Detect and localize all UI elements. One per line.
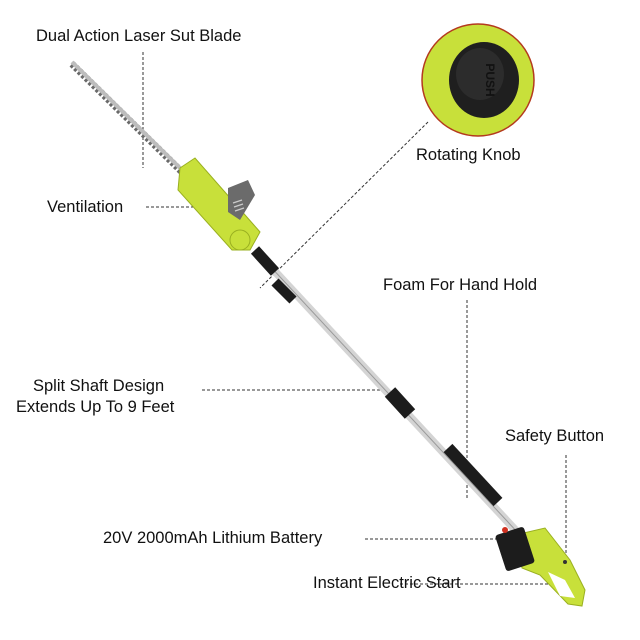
label-blade: Dual Action Laser Sut Blade [36,27,242,45]
rotating-knob-inset: PUSH [421,23,535,137]
label-shaft-line1: Split Shaft Design [33,377,165,395]
blade [69,60,185,175]
ventilation-slots [232,199,245,212]
label-shaft-line2: Extends Up To 9 Feet [16,398,175,416]
split-shaft-sleeve [384,387,416,419]
label-ventilation: Ventilation [47,198,124,216]
foam-grip [443,443,503,507]
push-label: PUSH [483,63,497,96]
label-safety-button: Safety Button [505,427,605,445]
leader-lines [142,52,567,585]
motor-housing [177,157,261,251]
battery-indicator [502,527,508,533]
rear-handle [495,527,586,607]
battery-pack [495,527,535,571]
shaft-coupler [250,246,280,276]
label-foam: Foam For Hand Hold [383,276,538,294]
label-rotating-knob: Rotating Knob [416,146,521,164]
safety-button [563,560,567,564]
label-electric-start: Instant Electric Start [313,574,461,592]
label-battery: 20V 2000mAh Lithium Battery [103,529,323,547]
